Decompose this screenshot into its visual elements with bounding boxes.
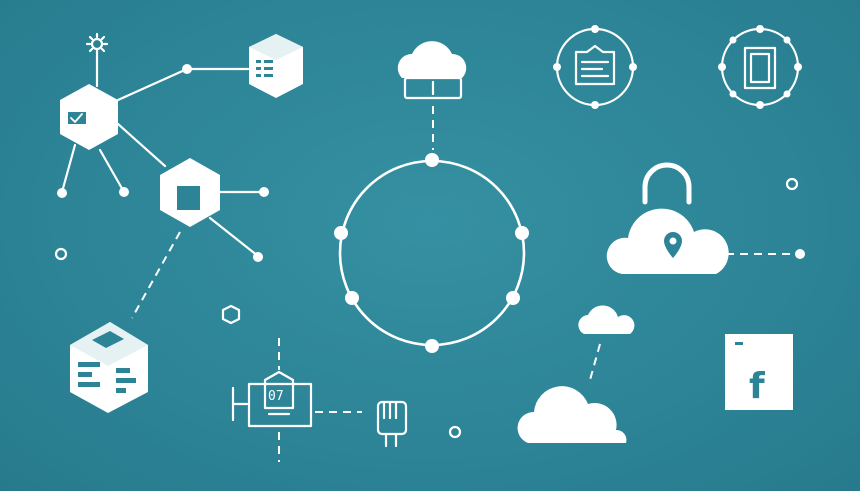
facebook-glyph: f: [749, 366, 765, 407]
small-ring: [448, 425, 462, 439]
facebook-icon: f: [725, 334, 793, 410]
door-ring-icon: [718, 25, 802, 109]
left-node-dots: [57, 64, 269, 262]
chip-label: 07: [268, 389, 284, 404]
cloud-upload-icon: [397, 41, 467, 150]
gear-icon: [85, 32, 109, 56]
chip-module-icon: 07: [231, 338, 362, 462]
small-ring: [785, 177, 799, 191]
left-network-lines: [60, 53, 266, 319]
plug-connector-icon: [376, 400, 408, 448]
server-rack-icon: [70, 322, 148, 413]
secure-cloud-lock-icon: [606, 162, 805, 274]
document-ring-icon: [553, 25, 637, 109]
cloud-connector-line: [589, 343, 601, 381]
hexagon-square-node: [160, 158, 220, 227]
hexagon-check-node: [60, 84, 118, 150]
large-cloud-icon: [517, 386, 627, 443]
small-ring: [54, 247, 68, 261]
small-hexagon-ring: [221, 304, 241, 325]
central-ring-network: [334, 153, 529, 353]
server-cube-icon: [249, 34, 303, 98]
small-cloud-icon: [578, 305, 635, 334]
